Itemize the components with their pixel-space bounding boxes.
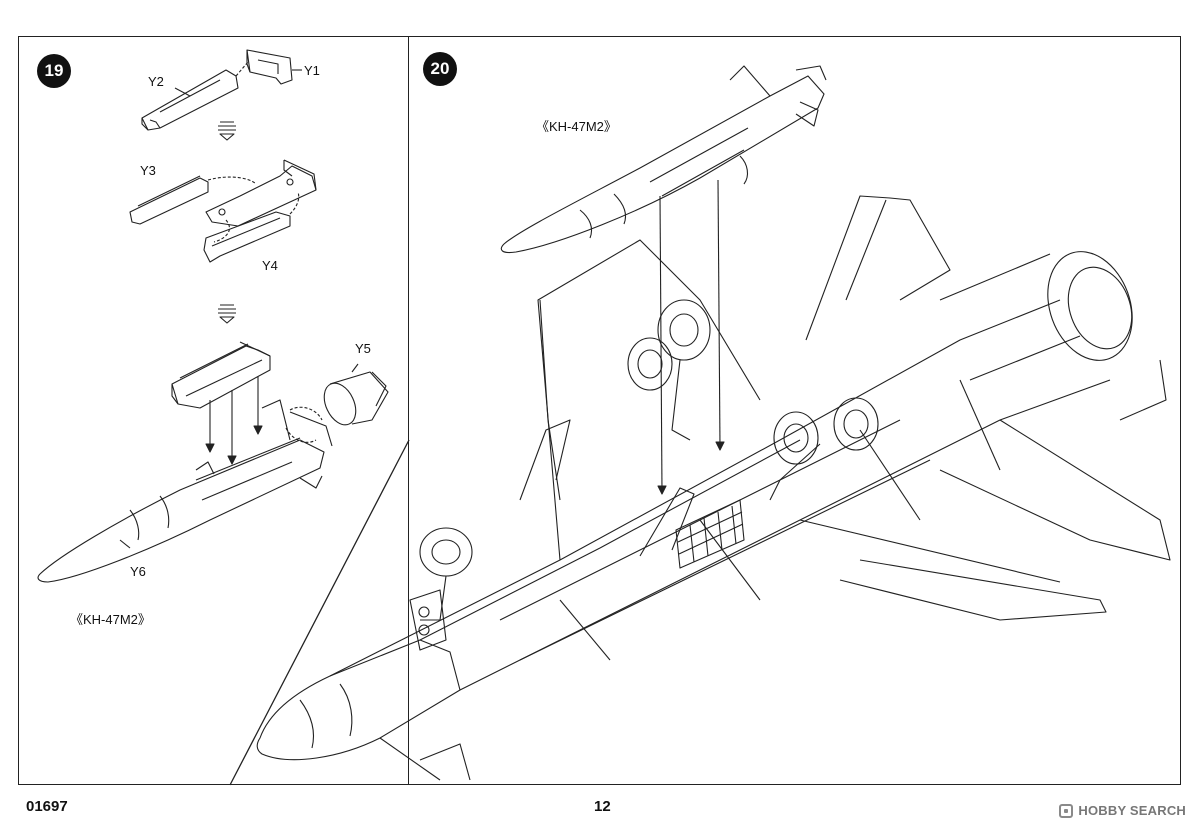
part-label-y5: Y5 [355, 341, 371, 356]
down-arrow-1 [218, 121, 236, 141]
part-y2-drawing [141, 61, 249, 131]
step-20-badge: 20 [423, 52, 457, 86]
page-number: 12 [594, 798, 611, 815]
part-label-y1: Y1 [304, 63, 320, 78]
watermark: HOBBY SEARCH [1059, 803, 1186, 818]
kh47m2-missile-right-drawing [500, 65, 827, 254]
down-arrow-2 [218, 304, 236, 324]
watermark-text: HOBBY SEARCH [1078, 803, 1186, 818]
assembled-bracket-drawing [171, 341, 271, 465]
missile-label-right: 《KH-47M2》 [536, 119, 617, 134]
missile-label-left: 《KH-47M2》 [70, 612, 151, 627]
kit-number: 01697 [26, 798, 68, 815]
part-y5-drawing [323, 363, 389, 426]
part-y1-drawing [246, 49, 302, 85]
part-y3-y4-drawing [129, 159, 317, 263]
part-label-y6: Y6 [130, 564, 146, 579]
part-label-y2: Y2 [148, 74, 164, 89]
part-label-y4: Y4 [262, 258, 278, 273]
step-20-panel [407, 36, 1181, 785]
part-label-y3: Y3 [140, 163, 156, 178]
part-y6-missile-drawing [37, 399, 333, 583]
aircraft-underside-drawing [256, 195, 1171, 781]
step-19-panel [18, 36, 409, 785]
step-19-badge: 19 [37, 54, 71, 88]
hobby-search-logo-icon [1059, 803, 1074, 818]
